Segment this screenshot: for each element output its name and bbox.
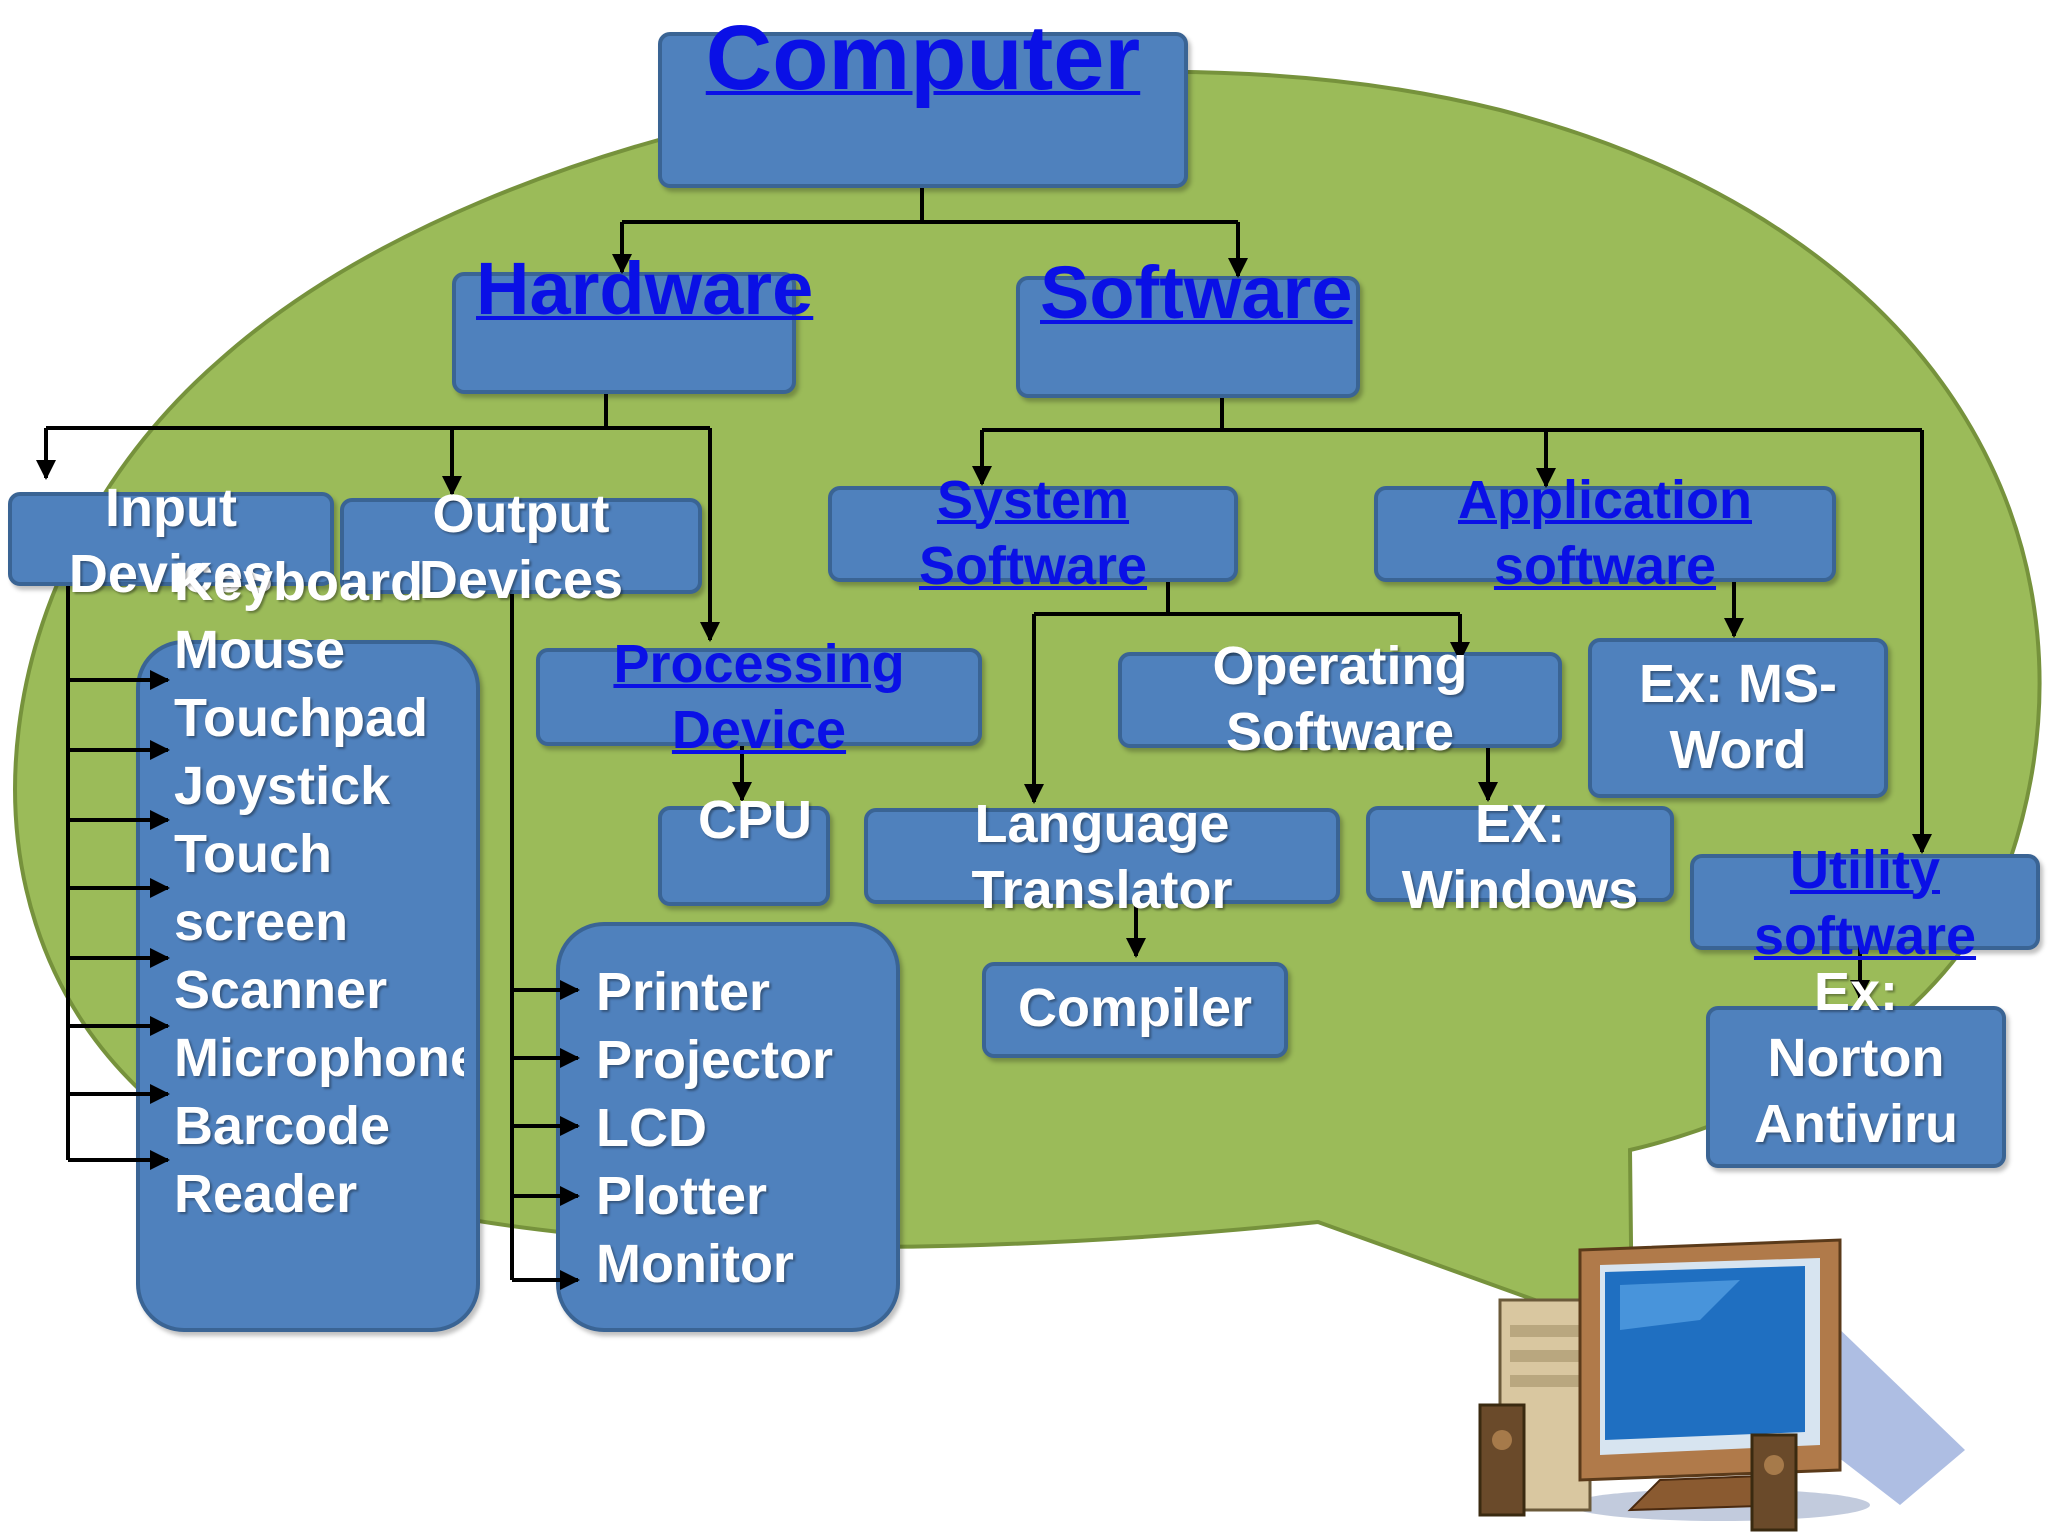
output-devices-box <box>340 498 702 594</box>
processing-device-label[interactable]: Processing Device <box>613 634 905 760</box>
hardware-label[interactable]: Hardware <box>476 247 814 330</box>
list-item: Mouse <box>174 620 346 680</box>
system-software-box <box>828 486 1238 582</box>
ex-windows-box <box>1366 806 1674 902</box>
utility-software-box <box>1690 854 2040 950</box>
language-translator-label: Language Translator <box>971 794 1233 920</box>
list-item: Monitor <box>596 1234 794 1294</box>
list-item: Scanner <box>174 960 388 1020</box>
computer-icon <box>1478 1238 1965 1532</box>
software-label[interactable]: Software <box>1040 251 1353 334</box>
list-item: LCD <box>596 1098 707 1158</box>
processing-device-box <box>536 648 982 746</box>
application-software-box <box>1374 486 1836 582</box>
operating-software-box <box>1118 652 1562 748</box>
computer-label[interactable]: Computer <box>705 7 1141 109</box>
list-item: Joystick <box>174 756 391 816</box>
list-item: Keyboard <box>174 552 424 612</box>
hardware-box <box>452 272 796 394</box>
utility-example-box <box>1706 1006 2006 1168</box>
input-devices-box <box>8 492 334 586</box>
input-device-list: Keyboard Mouse Touchpad Joystick Touch s… <box>174 548 464 1338</box>
cpu-box <box>658 806 830 906</box>
utility-example-label: Ex: Norton Antiviru <box>1753 962 1958 1154</box>
ex-ms-word-box <box>1588 638 1888 798</box>
list-item: Microphone <box>174 1028 464 1088</box>
language-translator-box <box>864 808 1340 904</box>
input-devices-label: Input Devices <box>68 478 274 604</box>
list-item: Plotter <box>596 1166 768 1226</box>
system-software-label[interactable]: System Software <box>918 470 1148 596</box>
list-item: Touchpad <box>174 688 428 748</box>
compiler-box <box>982 962 1288 1058</box>
application-software-label[interactable]: Application software <box>1458 470 1752 596</box>
ex-ms-word-label: Ex: MS-Word <box>1638 654 1838 780</box>
computer-box <box>658 32 1188 188</box>
output-list-box <box>556 922 900 1332</box>
input-list-box <box>136 640 480 1332</box>
operating-software-label: Operating Software <box>1212 636 1468 762</box>
list-item: Barcode Reader <box>174 1096 391 1224</box>
compiler-label: Compiler <box>1017 978 1253 1038</box>
list-item: Printer <box>596 962 771 1022</box>
utility-software-label[interactable]: Utility software <box>1753 840 1977 966</box>
output-devices-label: Output Devices <box>418 484 624 610</box>
list-item: Touch screen <box>174 824 349 952</box>
output-device-list: Printer Projector LCD Plotter Monitor <box>596 958 896 1318</box>
cpu-label: CPU <box>698 790 813 850</box>
list-item: Projector <box>596 1030 834 1090</box>
ex-windows-label: EX: Windows <box>1401 794 1639 920</box>
software-box <box>1016 276 1360 398</box>
